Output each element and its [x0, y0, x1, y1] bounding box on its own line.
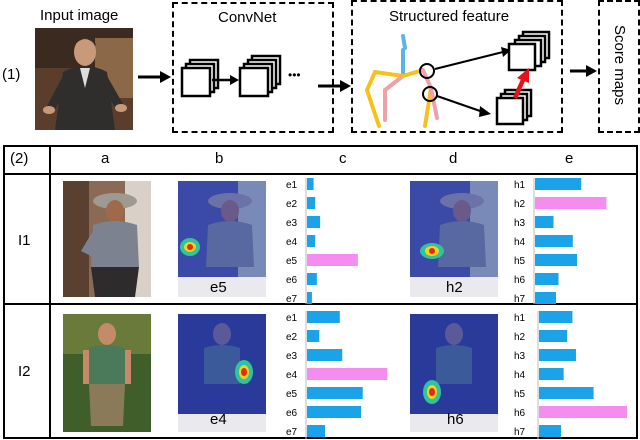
row1-e-label-h6: h6	[514, 275, 526, 286]
row2-c-bar-e1	[307, 311, 340, 323]
row2-e-bar-h5	[539, 387, 594, 399]
row1-e-bar-h1	[535, 178, 582, 190]
table-header-rule	[3, 173, 638, 175]
row2-heatmap-d	[410, 314, 498, 432]
row2-c-label-e4: e4	[286, 370, 298, 381]
input-image	[35, 28, 133, 130]
row2-c-label-e7: e7	[286, 427, 298, 438]
row1-heatmap-b	[178, 181, 266, 297]
row1-c-bar-e5	[307, 254, 358, 266]
row-label-i1: I1	[18, 232, 31, 249]
row2-e-bar-h1	[539, 311, 573, 323]
row1-e-label-h2: h2	[514, 199, 526, 210]
column-header-a: a	[101, 150, 110, 167]
score-maps-box	[598, 0, 640, 133]
table-col-rule	[49, 145, 51, 439]
row2-c-label-e1: e1	[286, 313, 298, 324]
row2-c-label-e5: e5	[286, 389, 298, 400]
row2-e-bar-h4	[539, 368, 564, 380]
row2-heatmap-b-caption: e4	[210, 411, 227, 428]
arrow-convnet-to-structured	[318, 80, 351, 92]
arrow-structured-to-score	[570, 65, 597, 77]
row2-e-label-h3: h3	[514, 351, 526, 362]
convnet-ellipsis: •••	[288, 68, 301, 82]
convnet-box	[172, 2, 334, 133]
structured-feature-diagram	[365, 30, 551, 128]
row1-c-bar-e7	[307, 292, 312, 304]
convnet-layers	[180, 54, 282, 98]
row1-e-label-h4: h4	[514, 237, 526, 248]
table-row-header: (2)	[10, 150, 29, 167]
score-maps-label: Score maps	[611, 24, 628, 106]
results-table	[3, 145, 638, 439]
row1-c-label-e6: e6	[286, 275, 298, 286]
row1-e-label-h7: h7	[514, 294, 526, 304]
row1-e-label-h5: h5	[514, 256, 526, 267]
row1-bar-chart-e: h1 h2 h3 h4 h5 h6 h7	[514, 178, 607, 304]
row2-c-label-e6: e6	[286, 408, 298, 419]
row2-c-label-e3: e3	[286, 351, 298, 362]
row1-heatmap-d	[410, 181, 498, 297]
row1-c-label-e5: e5	[286, 256, 298, 267]
row2-e-label-h4: h4	[514, 370, 526, 381]
row2-e-label-h7: h7	[514, 427, 526, 438]
column-header-b: b	[215, 150, 224, 167]
column-header-e: e	[565, 150, 574, 167]
row2-e-label-h6: h6	[514, 408, 526, 419]
row1-c-label-e7: e7	[286, 294, 298, 304]
row2-heatmap-d-caption: h6	[447, 411, 464, 428]
input-image-label: Input image	[40, 7, 119, 24]
row2-bar-chart-c: e1 e2 e3 e4 e5 e6 e7	[286, 311, 388, 439]
row2-c-label-e2: e2	[286, 332, 298, 343]
row1-c-label-e2: e2	[286, 199, 298, 210]
row2-e-bar-h2	[539, 330, 568, 342]
row2-c-bar-e4	[307, 368, 388, 380]
row-label-i2: I2	[18, 363, 31, 380]
row1-e-bar-h2	[535, 197, 607, 209]
row1-e-bar-h6	[535, 273, 559, 285]
row2-e-label-h5: h5	[514, 389, 526, 400]
row2-c-bar-e6	[307, 406, 362, 418]
row1-input-image	[63, 181, 151, 297]
row1-e-bar-h3	[535, 216, 554, 228]
row2-e-label-h1: h1	[514, 313, 526, 324]
row1-e-label-h3: h3	[514, 218, 526, 229]
row1-c-label-e3: e3	[286, 218, 298, 229]
row1-bar-chart-c: e1 e2 e3 e4 e5 e6 e7	[286, 178, 358, 304]
arrow-input-to-convnet	[138, 71, 171, 83]
row1-e-label-h1: h1	[514, 180, 526, 191]
row2-input-image	[63, 314, 151, 432]
row1-c-bar-e6	[307, 273, 317, 285]
row-label-1: (1)	[2, 66, 21, 83]
row2-c-bar-e3	[307, 349, 343, 361]
row2-heatmap-b	[178, 314, 266, 432]
row2-c-bar-e7	[307, 425, 326, 437]
structured-feature-label: Structured feature	[389, 8, 510, 25]
row1-c-bar-e3	[307, 216, 321, 228]
row1-e-bar-h7	[535, 292, 556, 304]
row2-e-bar-h6	[539, 406, 627, 418]
structured-feature-box	[351, 0, 563, 133]
convnet-label: ConvNet	[218, 9, 277, 26]
row1-c-bar-e2	[307, 197, 316, 209]
row2-bar-chart-e: h1 h2 h3 h4 h5 h6 h7	[514, 311, 627, 439]
column-header-c: c	[339, 150, 347, 167]
row1-e-bar-h4	[535, 235, 573, 247]
row2-c-bar-e5	[307, 387, 363, 399]
row1-heatmap-d-caption: h2	[446, 279, 463, 296]
row1-c-label-e4: e4	[286, 237, 298, 248]
row1-c-bar-e1	[307, 178, 314, 190]
table-row-rule	[3, 303, 638, 305]
row1-heatmap-b-caption: e5	[210, 279, 227, 296]
row1-e-bar-h5	[535, 254, 577, 266]
column-header-d: d	[449, 150, 458, 167]
row1-c-label-e1: e1	[286, 180, 298, 191]
row1-c-bar-e4	[307, 235, 316, 247]
row2-c-bar-e2	[307, 330, 320, 342]
row2-e-label-h2: h2	[514, 332, 526, 343]
row2-e-bar-h7	[539, 425, 561, 437]
row2-e-bar-h3	[539, 349, 576, 361]
